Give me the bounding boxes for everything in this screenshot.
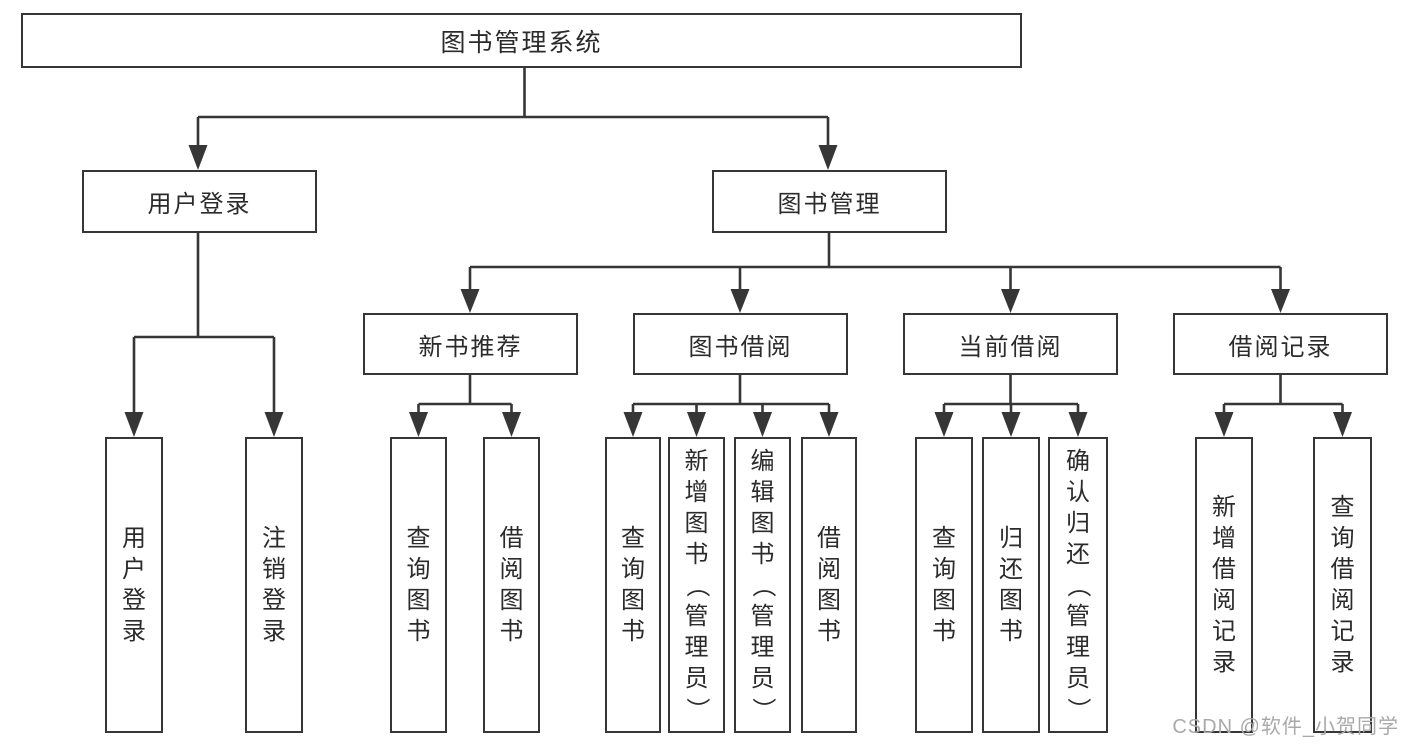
leaf-borrow-query-books: 查询图书 bbox=[605, 437, 661, 733]
leaf-current-return-books: 归还图书 bbox=[982, 437, 1040, 733]
node-current-borrow-label: 当前借阅 bbox=[958, 333, 1063, 361]
node-book-borrow: 图书借阅 bbox=[633, 313, 848, 375]
leaf-records-add-borrow-record: 新增借阅记录 bbox=[1195, 437, 1253, 733]
node-borrow-records-label: 借阅记录 bbox=[1228, 333, 1333, 361]
leaf-current-query-books: 查询图书 bbox=[915, 437, 973, 733]
leaf-borrow-add-books-admin: 新增图书（管理员） bbox=[668, 437, 725, 733]
node-library-system-label: 图书管理系统 bbox=[440, 28, 603, 57]
node-book-management-label: 图书管理 bbox=[777, 191, 882, 218]
leaf-current-confirm-return-admin: 确认归还（管理员） bbox=[1048, 437, 1108, 733]
leaf-user-login: 用户登录 bbox=[105, 437, 163, 733]
leaf-newbook-query-books: 查询图书 bbox=[390, 437, 447, 733]
node-new-book-recommend: 新书推荐 bbox=[363, 313, 578, 375]
node-book-borrow-label: 图书借阅 bbox=[688, 333, 793, 361]
leaf-newbook-borrow-books: 借阅图书 bbox=[483, 437, 540, 733]
node-library-system: 图书管理系统 bbox=[21, 13, 1022, 68]
leaf-borrow-borrow-books: 借阅图书 bbox=[801, 437, 857, 733]
node-new-book-recommend-label: 新书推荐 bbox=[418, 333, 523, 361]
node-current-borrow: 当前借阅 bbox=[903, 313, 1118, 375]
node-user-login-branch-label: 用户登录 bbox=[147, 191, 252, 218]
node-user-login-branch: 用户登录 bbox=[82, 170, 317, 233]
node-book-management: 图书管理 bbox=[712, 170, 947, 233]
node-borrow-records: 借阅记录 bbox=[1173, 313, 1388, 375]
leaf-borrow-edit-books-admin: 编辑图书（管理员） bbox=[734, 437, 791, 733]
leaf-records-query-borrow-record: 查询借阅记录 bbox=[1313, 437, 1372, 733]
leaf-logout: 注销登录 bbox=[245, 437, 303, 733]
watermark: CSDN @软件_小贺同学 bbox=[1172, 716, 1399, 738]
